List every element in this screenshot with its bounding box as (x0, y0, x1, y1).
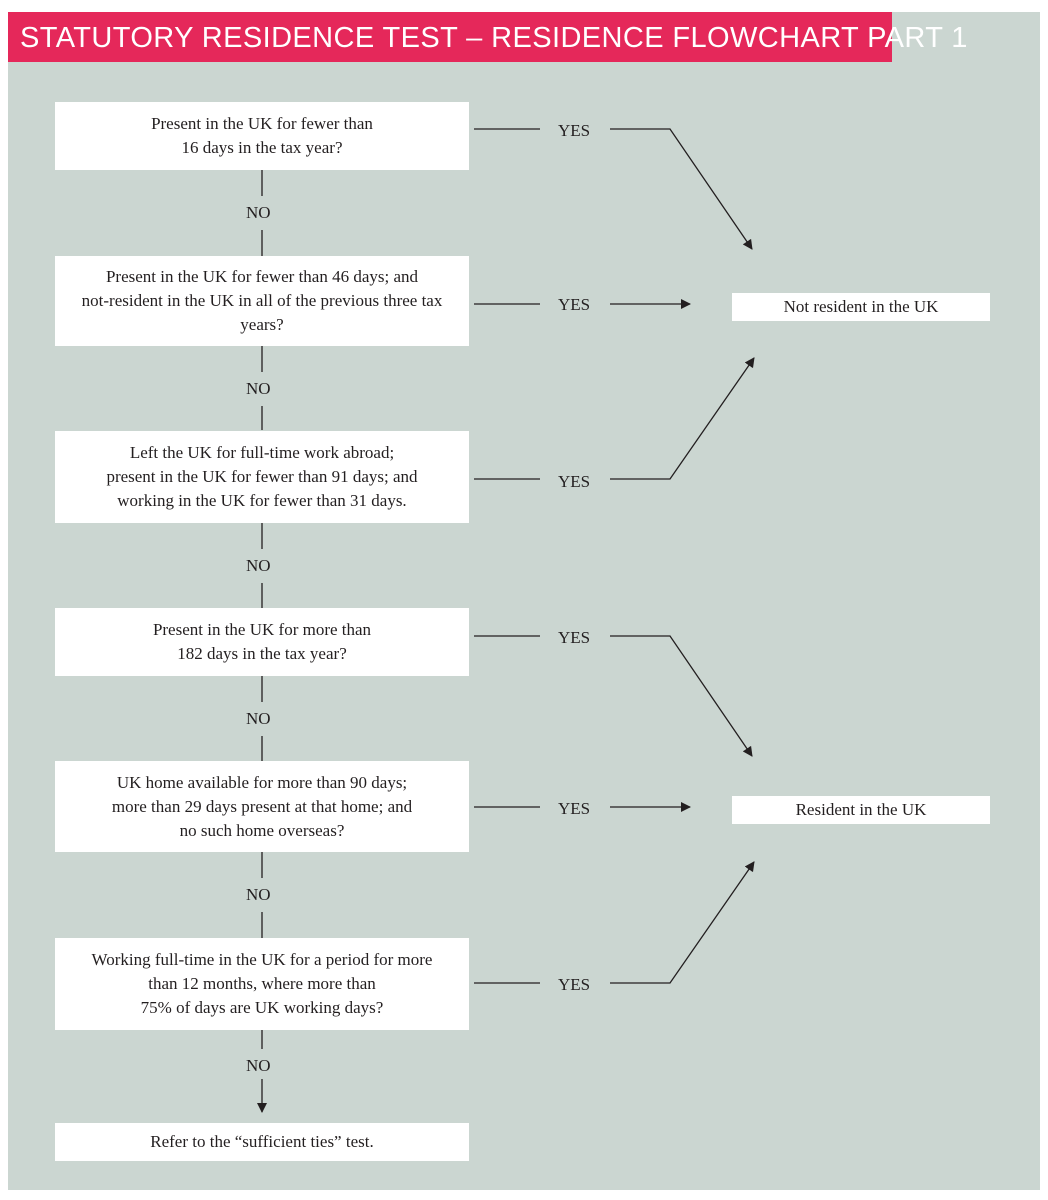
question-4-line-1: Present in the UK for more than (152, 620, 372, 639)
yes-arrow-6 (610, 861, 755, 984)
yes-arrow-1 (610, 128, 753, 250)
question-5-line-2: more than 29 days present at that home; … (111, 796, 413, 816)
yes-label-6: YES (558, 975, 591, 994)
question-4-line-2: 182 days in the tax year? (177, 644, 347, 663)
question-5-line-3: no such home overseas? (179, 820, 345, 840)
no-label-6: NO (246, 1056, 271, 1075)
final-step-text: Refer to the “sufficient ties” test. (150, 1132, 374, 1151)
question-5-line-1: UK home available for more than 90 days; (116, 772, 408, 792)
question-box-4: Present in the UK for more than 182 days… (55, 608, 469, 676)
question-2-line-1: Present in the UK for fewer than 46 days… (105, 267, 419, 286)
yes-arrow-3 (610, 357, 755, 480)
yes-label-4: YES (558, 628, 591, 647)
question-2-line-3: years? (240, 315, 284, 334)
final-step-box: Refer to the “sufficient ties” test. (55, 1123, 469, 1161)
question-6-line-2: than 12 months, where more than (148, 974, 376, 993)
question-box-6: Working full-time in the UK for a period… (55, 938, 469, 1030)
outcome-not-resident: Not resident in the UK (732, 293, 990, 321)
question-box-2: Present in the UK for fewer than 46 days… (55, 256, 469, 346)
question-3-line-2: present in the UK for fewer than 91 days… (106, 467, 418, 486)
question-box-1: Present in the UK for fewer than 16 days… (55, 102, 469, 170)
question-1-line-2: 16 days in the tax year? (181, 138, 343, 157)
question-box-3: Left the UK for full-time work abroad; p… (55, 431, 469, 523)
yes-label-3: YES (558, 472, 591, 491)
yes-label-5: YES (558, 799, 591, 818)
question-2-line-2: not-resident in the UK in all of the pre… (81, 291, 443, 310)
page-title: STATUTORY RESIDENCE TEST – RESIDENCE FLO… (8, 12, 967, 62)
question-3-line-1: Left the UK for full-time work abroad; (129, 443, 395, 462)
question-6-line-3: 75% of days are UK working days? (140, 998, 384, 1017)
no-label-4: NO (246, 709, 271, 728)
yes-label-1: YES (558, 121, 591, 140)
outcome-resident: Resident in the UK (732, 796, 990, 824)
question-3-line-3: working in the UK for fewer than 31 days… (117, 491, 407, 510)
no-label-2: NO (246, 379, 271, 398)
yes-arrow-4 (610, 635, 753, 757)
no-label-3: NO (246, 556, 271, 575)
question-6-line-1: Working full-time in the UK for a period… (91, 950, 433, 969)
no-label-1: NO (246, 203, 271, 222)
no-label-5: NO (246, 885, 271, 904)
question-1-line-1: Present in the UK for fewer than (151, 114, 373, 133)
question-box-5: UK home available for more than 90 days;… (55, 761, 469, 852)
yes-label-2: YES (558, 295, 591, 314)
